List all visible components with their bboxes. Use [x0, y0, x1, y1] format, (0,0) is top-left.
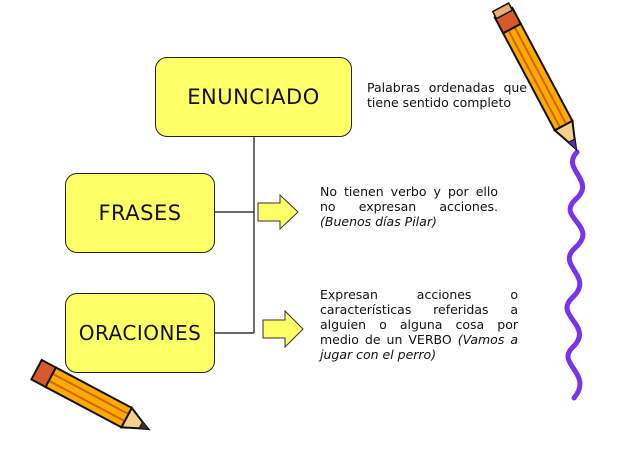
description-text: medio de un VERBO	[320, 332, 458, 347]
pencil-icon	[30, 358, 151, 431]
node-oraciones-label: ORACIONES	[78, 321, 202, 345]
connector-lines	[213, 135, 255, 334]
arrow-oraciones	[262, 309, 304, 349]
node-frases: FRASES	[65, 173, 215, 253]
description-line: No tienen verbo y por ello	[320, 184, 498, 199]
arrow-frases	[257, 193, 299, 231]
node-frases-label: FRASES	[98, 201, 182, 225]
description-line: no expresan acciones.	[320, 199, 498, 214]
description-example: (Buenos días Pilar)	[320, 214, 437, 229]
pencil-icon	[491, 2, 578, 152]
description-line: tiene sentido completo	[367, 95, 512, 110]
node-enunciado: ENUNCIADO	[155, 57, 352, 137]
squiggle-decoration	[564, 149, 586, 401]
description-line: características referidas a	[320, 302, 518, 317]
description-example: jugar con el perro)	[320, 347, 437, 362]
node-enunciado-label: ENUNCIADO	[187, 85, 320, 109]
description-frases: No tienen verbo y por ello no expresan a…	[320, 184, 498, 229]
node-oraciones: ORACIONES	[65, 293, 215, 373]
description-line: Expresan acciones o	[320, 287, 518, 302]
description-example-line: (Buenos días Pilar)	[320, 214, 498, 229]
description-line: Palabras ordenadas que	[367, 80, 527, 95]
description-oraciones: Expresan acciones o características refe…	[320, 287, 518, 362]
description-enunciado: Palabras ordenadas que tiene sentido com…	[367, 80, 527, 110]
description-line-mixed: medio de un VERBO (Vamos a	[320, 332, 518, 347]
description-example: (Vamos a	[457, 332, 518, 347]
description-example-line: jugar con el perro)	[320, 347, 518, 362]
description-line: alguien o alguna cosa por	[320, 317, 518, 332]
